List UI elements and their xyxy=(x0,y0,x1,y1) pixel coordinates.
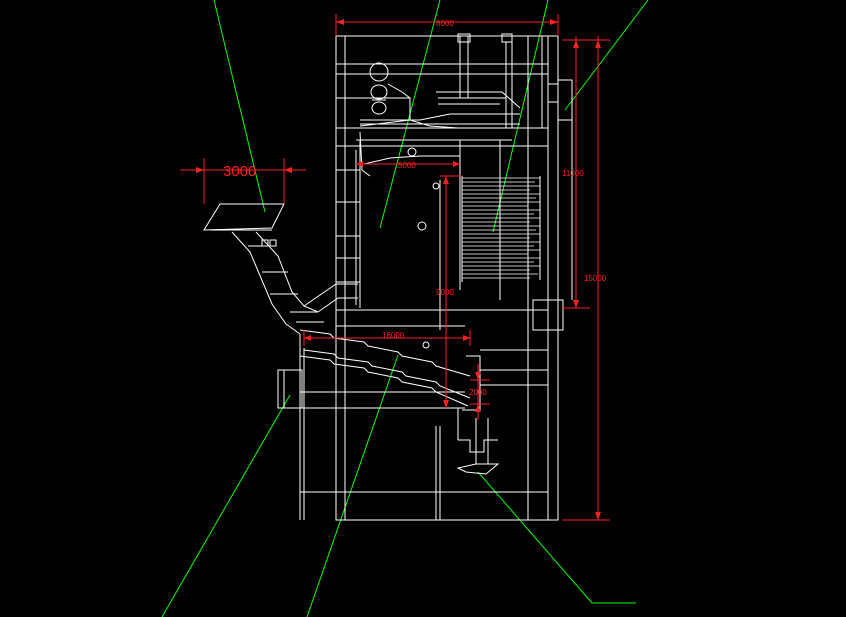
leader-top-mid xyxy=(492,0,549,233)
feed-hopper xyxy=(203,203,358,335)
leader-bottom-center xyxy=(306,354,399,617)
dim-middle-height: 9000 xyxy=(436,288,454,297)
dim-right-upper-height: 11000 xyxy=(562,169,584,178)
building-frame xyxy=(300,33,573,521)
leader-top-right xyxy=(564,0,649,111)
tube-bank xyxy=(461,176,541,282)
leader-top-left xyxy=(213,0,266,213)
dimension-labels: 8000 3000 5000 11000 15000 9000 16000 20… xyxy=(223,19,607,397)
dim-grate-length: 16000 xyxy=(382,331,405,340)
dim-right-total-height: 15000 xyxy=(584,274,607,283)
leader-lines xyxy=(161,0,649,617)
dim-ash-gap: 2000 xyxy=(469,388,487,397)
dim-hopper-width: 3000 xyxy=(223,163,256,180)
leader-bottom-left xyxy=(161,394,291,617)
dimension-lines xyxy=(180,14,610,521)
dim-top-width: 8000 xyxy=(436,19,454,28)
leader-bottom-right xyxy=(477,471,636,604)
dim-inner-width: 5000 xyxy=(398,161,416,170)
grate xyxy=(277,329,500,520)
